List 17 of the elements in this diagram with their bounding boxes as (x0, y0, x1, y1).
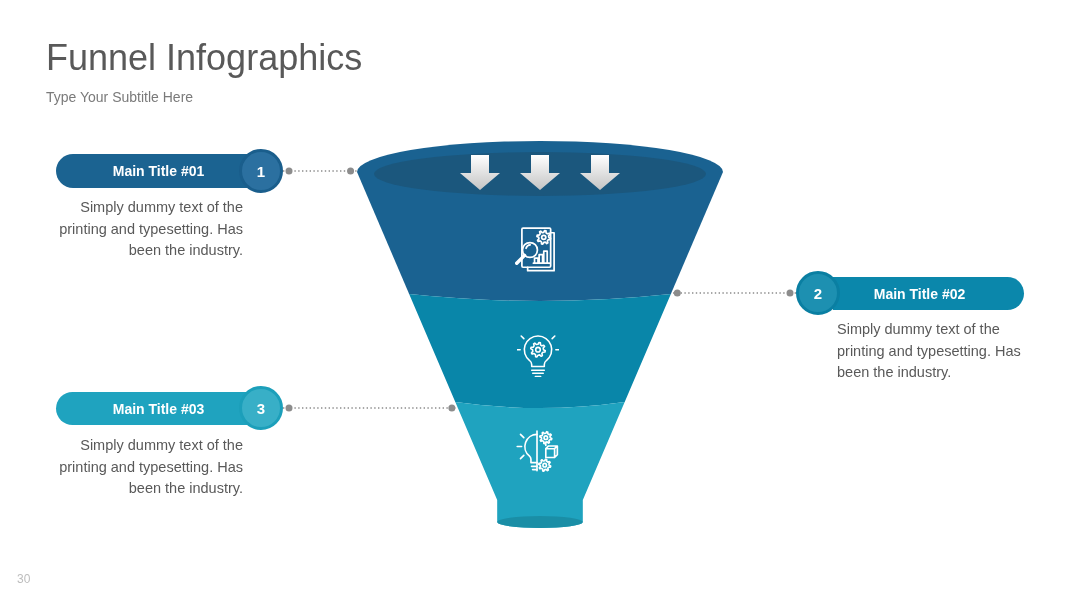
title-banner: Main Title #01 (56, 154, 247, 188)
subtitle: Type Your Subtitle Here (46, 88, 194, 106)
funnel-segment (357, 141, 723, 301)
description-text: Simply dummy text of the printing and typesetting. Has been the industry. (837, 320, 1022, 382)
step-number-circle: 3 (239, 386, 283, 430)
slide-title: Funnel Infographics (46, 38, 363, 78)
funnel-segment (411, 294, 669, 408)
title-banner: Main Title #03 (56, 392, 247, 425)
description-text: Simply dummy text of the printing and typesetting. Has been the industry. (58, 436, 243, 498)
title-banner: Main Title #02 (833, 277, 1024, 310)
description-text: Simply dummy text of the printing and typesetting. Has been the industry. (58, 198, 243, 260)
funnel-segment (455, 402, 625, 528)
step-number-circle: 1 (239, 149, 283, 193)
step-number-circle: 2 (796, 271, 840, 315)
leader-line (282, 167, 358, 175)
page-number: 30 (17, 571, 31, 587)
leader-line (670, 289, 797, 297)
